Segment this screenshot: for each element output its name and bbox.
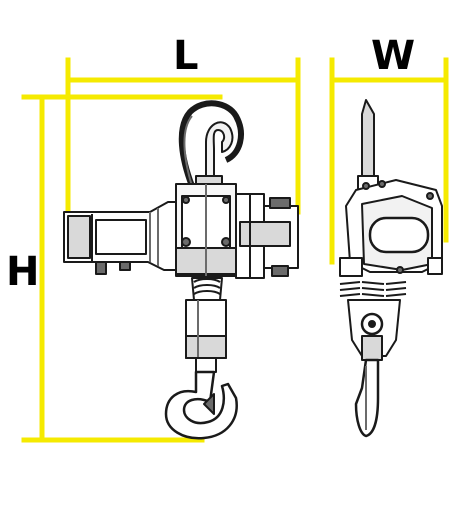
front-housing: [339, 179, 443, 277]
dimension-lines: [21, 57, 449, 443]
side-view-hoist: [63, 100, 299, 440]
dimension-label-width: W: [371, 33, 416, 79]
bottom-block: [185, 299, 227, 373]
dimension-H-bracket: [21, 94, 223, 443]
dimension-L-bracket: [65, 57, 301, 215]
bottom-hook: [164, 370, 238, 440]
front-top-hook: [357, 99, 379, 191]
brake-housing: [235, 193, 299, 279]
dimension-label-height: H: [6, 249, 40, 295]
gearbox-body: [175, 183, 237, 277]
chain-spring: [191, 277, 223, 301]
dimension-label-length: L: [173, 33, 199, 79]
front-springs: [339, 281, 407, 297]
top-hook: [178, 100, 244, 191]
front-bottom-hook: [354, 358, 380, 438]
front-lower-block: [347, 299, 401, 361]
dimension-W-bracket: [329, 57, 449, 265]
motor-housing: [63, 201, 183, 275]
front-view-hoist: [339, 99, 443, 438]
